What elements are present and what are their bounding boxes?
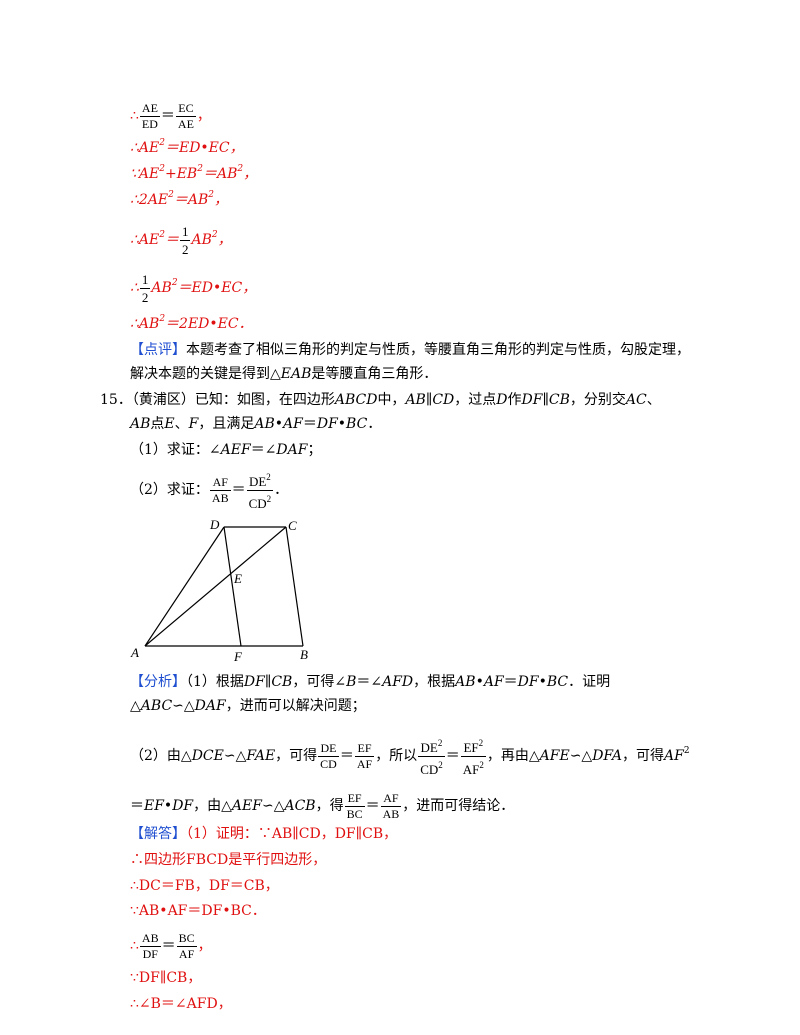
answer-line-7: ∴∠B＝∠AFD， — [130, 996, 232, 1012]
answer-line-4: ∵AB•AF＝DF•BC． — [130, 903, 266, 919]
question-15-line-2: AB点E、F，且满足AB•AF＝DF•BC． — [130, 416, 382, 432]
step-ae-squared: ∴AE2＝ED•EC， — [130, 138, 244, 157]
step-conclusion: ∴AB2＝2ED•EC． — [130, 314, 253, 333]
comment-line-2: 解决本题的关键是得到△EAB是等腰直角三角形． — [130, 366, 438, 382]
segment-ac — [144, 526, 287, 647]
therefore-symbol: ∴ — [130, 108, 139, 124]
step-2ae-squared: ∴2AE2＝AB2， — [130, 190, 229, 209]
segment-ad — [144, 526, 225, 647]
answer-line-3: ∴DC＝FB，DF＝CB， — [130, 878, 279, 894]
answer-tag: 【解答】 — [130, 826, 186, 842]
trapezoid-figure: D C E A F B — [130, 517, 308, 664]
comment-tag: 【点评】 — [130, 342, 186, 358]
question-15-line-1: 15．（黄浦区）已知：如图，在四边形ABCD中，AB∥CD，过点D作DF∥CB，… — [100, 392, 661, 408]
question-number: 15． — [100, 392, 132, 408]
answer-line-6: ∵DF∥CB， — [130, 970, 202, 986]
label-c: C — [288, 518, 297, 533]
label-e: E — [233, 571, 242, 586]
segment-df — [223, 526, 242, 647]
analysis-line-2: △ABC∽△DAF，进而可以解决问题； — [130, 698, 366, 714]
segment-cb — [285, 526, 304, 647]
analysis-line-1: 【分析】（1）根据DF∥CB，可得∠B＝∠AFD，根据AB•AF＝DF•BC．证… — [130, 674, 611, 690]
label-a: A — [130, 645, 139, 660]
analysis-tag: 【分析】 — [130, 674, 186, 690]
comment-line-1: 【点评】本题考查了相似三角形的判定与性质，等腰直角三角形的判定与性质，勾股定理， — [130, 342, 690, 358]
label-f: F — [233, 649, 243, 664]
step-pythagoras: ∵AE2+EB2＝AB2， — [130, 164, 258, 183]
answer-line-2: ∴四边形FBCD是平行四边形， — [130, 852, 327, 868]
label-d: D — [209, 517, 220, 532]
question-part-1: （1）求证：∠AEF＝∠DAF； — [130, 442, 322, 458]
answer-line-1: 【解答】（1）证明：∵AB∥CD，DF∥CB， — [130, 826, 398, 842]
label-b: B — [300, 647, 308, 662]
